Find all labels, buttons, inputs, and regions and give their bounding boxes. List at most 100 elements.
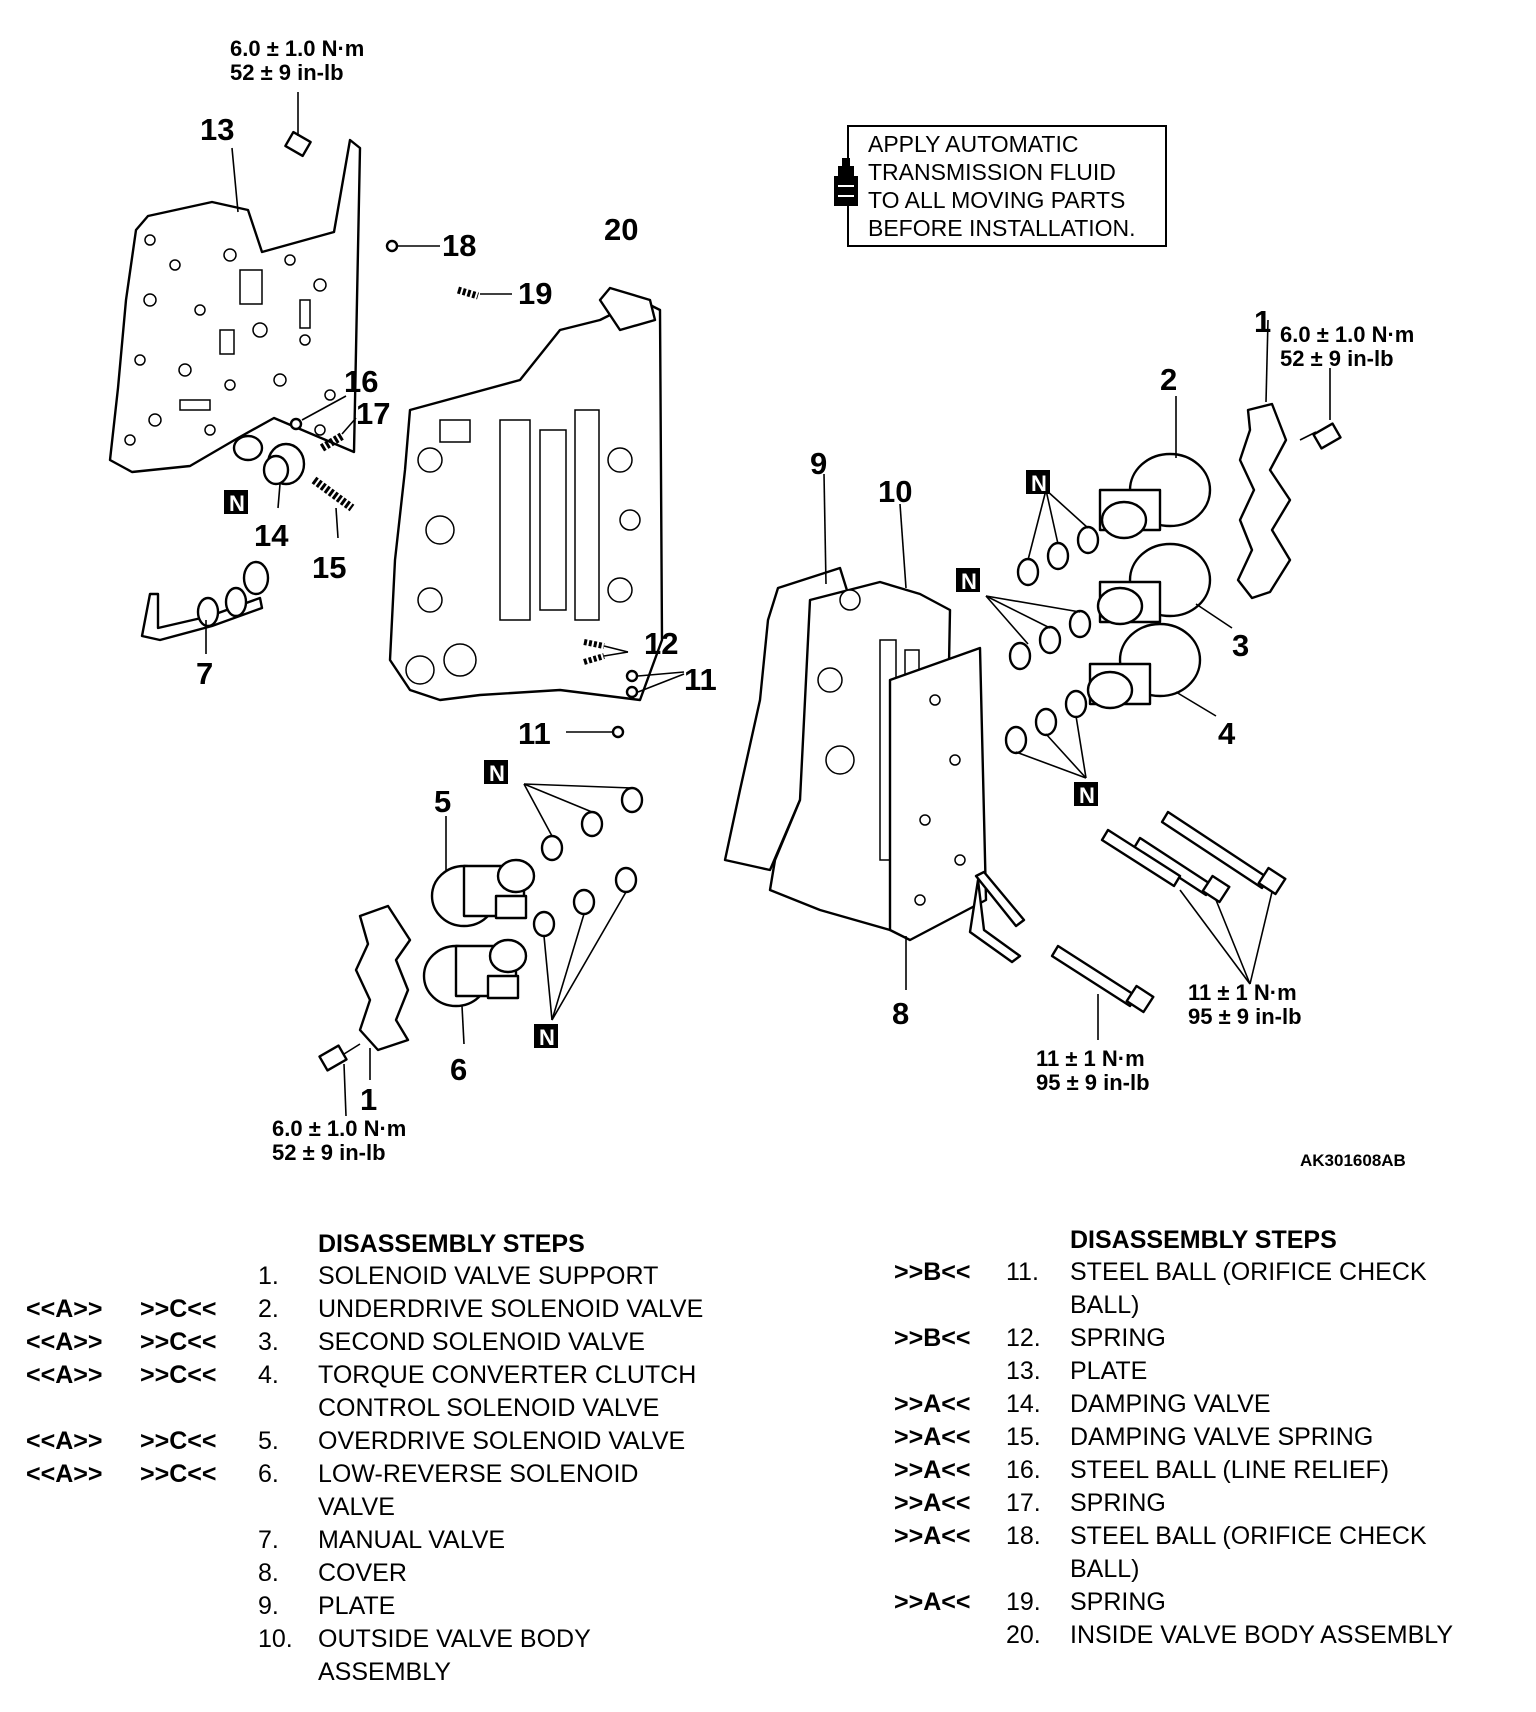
damping-valve-14 — [232, 434, 306, 486]
callout-number: 2 — [1160, 362, 1177, 397]
torque-spec: 95 ± 9 in-lb — [1188, 1004, 1302, 1029]
callout-number: 13 — [200, 112, 234, 147]
step-text: SPRING — [1070, 1588, 1166, 1616]
step-text: SOLENOID VALVE SUPPORT — [318, 1262, 659, 1290]
callout-number: 4 — [1218, 716, 1236, 751]
cover-8 — [888, 646, 988, 942]
leader-lines — [205, 147, 1331, 1117]
step-number: 12. — [1006, 1324, 1041, 1352]
step-text: VALVE — [318, 1493, 395, 1521]
step-text: BALL) — [1070, 1555, 1140, 1583]
step-number: 9. — [258, 1592, 279, 1620]
steps-heading: DISASSEMBLY STEPS — [318, 1230, 585, 1258]
callout-number: 15 — [312, 550, 346, 585]
fluid-bottle-icon — [834, 158, 858, 206]
solenoid-support-1-right — [1236, 402, 1342, 600]
torque-spec: 11 ± 1 N·m — [1188, 980, 1297, 1005]
step-text: SPRING — [1070, 1324, 1166, 1352]
step-mark: >>A<< — [894, 1423, 971, 1451]
torque-spec: 6.0 ± 1.0 N·m — [230, 36, 364, 61]
solenoid-valve-5 — [430, 858, 536, 928]
step-number: 13. — [1006, 1357, 1041, 1385]
step-text: PLATE — [1070, 1357, 1148, 1385]
step-text: PLATE — [318, 1592, 396, 1620]
svg-text:N: N — [539, 1025, 555, 1050]
note-line: TO ALL MOVING PARTS — [868, 187, 1125, 213]
step-number: 5. — [258, 1427, 279, 1455]
step-text: DAMPING VALVE SPRING — [1070, 1423, 1374, 1451]
step-mark: <<A>> — [26, 1328, 103, 1356]
step-number: 6. — [258, 1460, 279, 1488]
steps-right: DISASSEMBLY STEPS >>B<<11.STEEL BALL (OR… — [780, 1226, 1536, 1708]
torque-spec: 6.0 ± 1.0 N·m — [1280, 322, 1414, 347]
step-text: STEEL BALL (LINE RELIEF) — [1070, 1456, 1390, 1484]
torque-spec: 52 ± 9 in-lb — [1280, 346, 1394, 371]
inside-valve-body-20 — [388, 286, 664, 702]
spring-12 — [583, 639, 605, 665]
step-mark: <<A>> — [26, 1361, 103, 1389]
step-text: COVER — [318, 1559, 407, 1587]
step-number: 19. — [1006, 1588, 1041, 1616]
step-number: 4. — [258, 1361, 279, 1389]
damping-valve-spring-15 — [311, 476, 355, 512]
step-number: 3. — [258, 1328, 279, 1356]
o-rings-right — [1004, 525, 1100, 755]
step-mark: >>C<< — [140, 1361, 217, 1389]
note-line: APPLY AUTOMATIC — [868, 131, 1078, 157]
step-mark: >>C<< — [140, 1328, 217, 1356]
step-mark: >>C<< — [140, 1295, 217, 1323]
step-text: SECOND SOLENOID VALVE — [318, 1328, 645, 1356]
step-number: 14. — [1006, 1390, 1041, 1418]
torque-spec: 6.0 ± 1.0 N·m — [272, 1116, 406, 1141]
manual-valve-7 — [140, 560, 270, 642]
step-mark: >>A<< — [894, 1522, 971, 1550]
callout-number: 11 — [684, 662, 717, 697]
step-number: 11. — [1006, 1258, 1039, 1286]
callout-number: 11 — [518, 716, 551, 751]
step-text: ASSEMBLY — [318, 1658, 451, 1686]
step-number: 7. — [258, 1526, 279, 1554]
fluid-note-box: APPLY AUTOMATIC TRANSMISSION FLUID TO AL… — [834, 125, 1167, 247]
step-mark: <<A>> — [26, 1295, 103, 1323]
step-text: OUTSIDE VALVE BODY — [318, 1625, 591, 1653]
svg-text:N: N — [1079, 783, 1095, 808]
bolt-top-left — [284, 92, 312, 158]
step-number: 15. — [1006, 1423, 1041, 1451]
step-number: 16. — [1006, 1456, 1041, 1484]
step-text: SPRING — [1070, 1489, 1166, 1517]
solenoid-valve-6 — [422, 938, 528, 1008]
callout-number: 20 — [604, 212, 638, 247]
solenoid-valve-2 — [1098, 452, 1212, 540]
step-text: BALL) — [1070, 1291, 1140, 1319]
step-mark: >>A<< — [894, 1489, 971, 1517]
svg-text:N: N — [1031, 471, 1047, 496]
step-number: 1. — [258, 1262, 279, 1290]
callout-number: 6 — [450, 1052, 467, 1087]
step-mark: >>C<< — [140, 1460, 217, 1488]
torque-spec: 52 ± 9 in-lb — [230, 60, 344, 85]
solenoid-valve-4 — [1086, 622, 1202, 710]
note-line: TRANSMISSION FLUID — [868, 159, 1116, 185]
step-text: DAMPING VALVE — [1070, 1390, 1271, 1418]
callout-number: 18 — [442, 228, 476, 263]
new-part-marker: N — [484, 760, 508, 786]
step-number: 10. — [258, 1625, 293, 1653]
step-text: UNDERDRIVE SOLENOID VALVE — [318, 1295, 704, 1323]
step-text: LOW-REVERSE SOLENOID — [318, 1460, 639, 1488]
svg-text:N: N — [229, 491, 245, 516]
step-text: CONTROL SOLENOID VALVE — [318, 1394, 660, 1422]
step-text: STEEL BALL (ORIFICE CHECK — [1070, 1522, 1427, 1550]
callout-number: 10 — [878, 474, 912, 509]
callout-number: 12 — [644, 626, 678, 661]
solenoid-valve-3 — [1096, 542, 1212, 626]
step-text: OVERDRIVE SOLENOID VALVE — [318, 1427, 686, 1455]
callout-number: 17 — [356, 396, 390, 431]
callout-number: 1 — [360, 1082, 377, 1117]
long-bolts-right — [1050, 810, 1287, 1014]
step-text: TORQUE CONVERTER CLUTCH — [318, 1361, 697, 1389]
callout-number: 19 — [518, 276, 552, 311]
new-part-marker: N — [1074, 782, 1098, 808]
step-number: 18. — [1006, 1522, 1041, 1550]
step-number: 2. — [258, 1295, 279, 1323]
note-line: BEFORE INSTALLATION. — [868, 215, 1136, 241]
